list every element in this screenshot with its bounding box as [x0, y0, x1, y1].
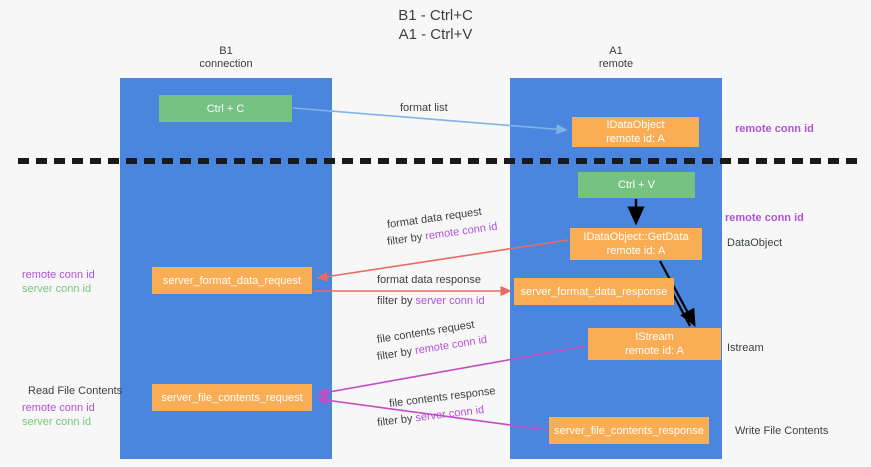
node-istream[interactable]: IStream remote id: A: [588, 328, 721, 360]
annotation-remote-conn-id-left-bottom: remote conn id: [22, 402, 95, 414]
node-server-format-data-request[interactable]: server_format_data_request: [152, 267, 312, 294]
annotation-read-file-contents: Read File Contents: [28, 385, 123, 397]
column-header-a1: A1 remote: [598, 45, 634, 70]
annotation-write-file-contents: Write File Contents: [735, 425, 829, 437]
annotation-remote-conn-id-top: remote conn id: [735, 123, 814, 135]
annotation-remote-conn-id-left-mid: remote conn id: [22, 269, 95, 281]
annotation-dataobject: DataObject: [727, 237, 783, 249]
filter-prefix: filter by: [376, 345, 417, 363]
edge-label-format-data-response: format data response: [377, 274, 481, 286]
filter-value-server-conn-id: server conn id: [415, 295, 485, 307]
node-server-file-contents-response[interactable]: server_file_contents_response: [549, 417, 709, 444]
annotation-istream: Istream: [727, 342, 764, 354]
annotation-server-conn-id-left-bottom: server conn id: [22, 416, 92, 428]
node-idataobject[interactable]: IDataObject remote id: A: [572, 117, 699, 147]
filter-value-server-conn-id: server conn id: [414, 403, 485, 425]
node-ctrl-c[interactable]: Ctrl + C: [159, 95, 292, 122]
node-idataobject-getdata[interactable]: IDataObject::GetData remote id: A: [570, 228, 702, 260]
edge-label-format-data-response-filter: filter by server conn id: [377, 295, 485, 307]
annotation-left-conn-ids-bottom: remote conn id server conn id: [22, 401, 95, 429]
annotation-remote-conn-id-mid: remote conn id: [725, 212, 804, 224]
node-server-file-contents-request[interactable]: server_file_contents_request: [152, 384, 312, 411]
filter-prefix: filter by: [386, 230, 427, 248]
annotation-left-conn-ids-mid: remote conn id server conn id: [22, 268, 95, 296]
annotation-server-conn-id-left-mid: server conn id: [22, 283, 92, 295]
filter-prefix: filter by: [377, 295, 416, 307]
column-header-b1: B1 connection: [199, 45, 253, 70]
filter-prefix: filter by: [376, 412, 417, 429]
page-title: B1 - Ctrl+C A1 - Ctrl+V: [398, 7, 473, 43]
dashed-divider: [18, 158, 863, 164]
node-ctrl-v[interactable]: Ctrl + V: [578, 172, 695, 198]
node-server-format-data-response[interactable]: server_format_data_response: [514, 278, 674, 305]
edge-label-format-list: format list: [400, 102, 448, 114]
